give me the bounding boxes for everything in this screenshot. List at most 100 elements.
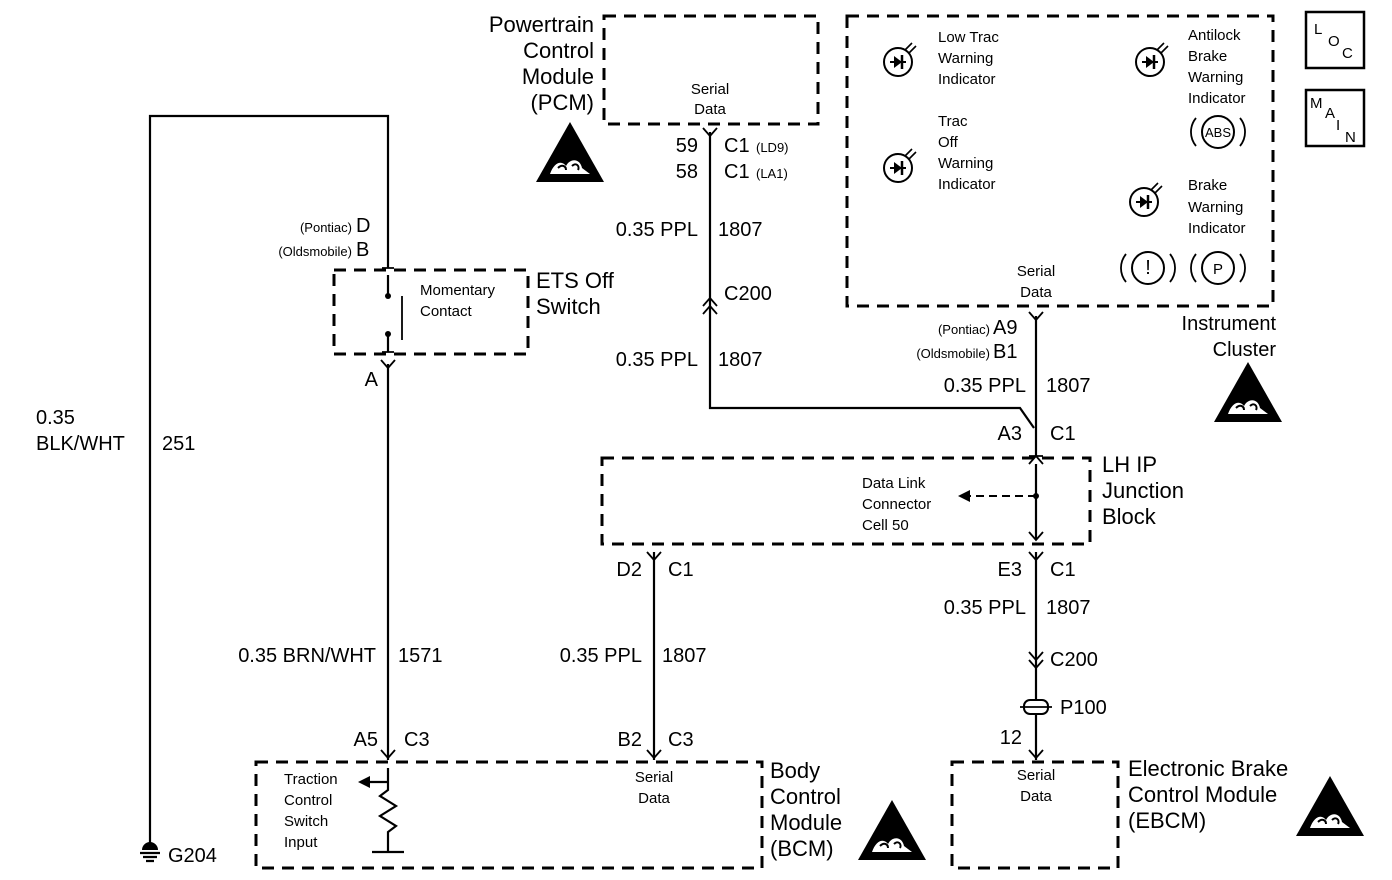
junction-top-pin: A3	[998, 423, 1022, 445]
low-trac-bulb-icon	[882, 41, 918, 78]
wire-1807-pcm	[708, 132, 1035, 429]
brake-warning-label: Brake Warning Indicator	[1188, 177, 1246, 237]
bcm-pin-a: A5	[354, 729, 378, 751]
trac-off-bulb-icon	[882, 147, 918, 184]
ebcm-wire-label: 0.35 PPL	[944, 597, 1026, 619]
svg-text:(Pontiac): (Pontiac)	[938, 322, 990, 337]
svg-text:(EBCM): (EBCM)	[1128, 808, 1206, 833]
esd-sensitive-icon	[1295, 775, 1365, 837]
svg-text:Data: Data	[1020, 284, 1052, 301]
abs-symbol-text: ABS	[1205, 125, 1231, 140]
svg-text:59: 59	[676, 135, 698, 157]
svg-text:251: 251	[162, 433, 195, 455]
svg-text:Data: Data	[694, 101, 726, 118]
low-trac-label: Low Trac Warning Indicator	[938, 29, 999, 88]
ground-wire	[148, 114, 390, 845]
pcm-wire-1-label: 0.35 PPL	[616, 219, 698, 241]
svg-text:Warning: Warning	[938, 50, 993, 67]
svg-text:Cell 50: Cell 50	[862, 517, 909, 534]
svg-text:Electronic Brake: Electronic Brake	[1128, 756, 1288, 781]
svg-text:(Oldsmobile): (Oldsmobile)	[916, 346, 990, 361]
loc-legend: L O C	[1304, 10, 1366, 70]
svg-text:C: C	[1342, 45, 1353, 62]
pcm-circuit-2-label: 1807	[718, 349, 763, 371]
ebcm-title: Electronic Brake Control Module (EBCM)	[1128, 756, 1288, 833]
pcm-circuit-1-label: 1807	[718, 219, 763, 241]
bcm-input-label: Traction Control Switch Input	[284, 771, 338, 851]
svg-text:B1: B1	[993, 341, 1017, 363]
svg-text:ETS Off: ETS Off	[536, 268, 615, 293]
junction-right-conn: C1	[1050, 559, 1076, 581]
ebcm-circuit-label: 1807	[1046, 597, 1091, 619]
svg-text:A9: A9	[993, 317, 1017, 339]
svg-text:0.35: 0.35	[36, 407, 75, 429]
svg-text:(BCM): (BCM)	[770, 836, 834, 861]
svg-text:Indicator: Indicator	[938, 176, 996, 193]
svg-text:Data: Data	[1020, 788, 1052, 805]
main-legend: M A I N	[1304, 88, 1366, 148]
ets-contact-label: Momentary Contact	[420, 282, 496, 320]
svg-text:Control Module: Control Module	[1128, 782, 1277, 807]
svg-text:Input: Input	[284, 834, 318, 851]
ic-pins: (Pontiac) A9 (Oldsmobile) B1	[916, 317, 1017, 363]
switch-wire-label: 0.35 BRN/WHT	[238, 645, 376, 667]
ebcm-box	[950, 760, 1120, 870]
svg-text:Serial: Serial	[1017, 263, 1055, 280]
svg-text:Switch: Switch	[536, 294, 601, 319]
park-symbol-text: P	[1213, 261, 1223, 278]
svg-text:Data: Data	[638, 790, 670, 807]
junction-title: LH IP Junction Block	[1102, 452, 1184, 529]
brake-bulb-icon	[1128, 181, 1164, 218]
bcm-box	[254, 760, 764, 870]
pcm-wire-2-label: 0.35 PPL	[616, 349, 698, 371]
brake-exclamation-icon: !	[1120, 251, 1176, 285]
svg-text:Antilock: Antilock	[1188, 27, 1241, 44]
svg-text:Instrument: Instrument	[1182, 313, 1277, 335]
svg-text:Off: Off	[938, 134, 959, 151]
svg-text:Warning: Warning	[938, 155, 993, 172]
junction-left-pin: D2	[616, 559, 642, 581]
svg-text:A: A	[1325, 105, 1335, 122]
svg-text:(LD9): (LD9)	[756, 140, 789, 155]
svg-text:Indicator: Indicator	[1188, 90, 1246, 107]
c200-pcm-label: C200	[724, 283, 772, 305]
ets-pins: (Pontiac) D (Oldsmobile) B A	[278, 215, 378, 391]
svg-text:Indicator: Indicator	[1188, 220, 1246, 237]
pcm-title: Powertrain Control Module (PCM)	[489, 12, 594, 115]
switch-circuit-label: 1571	[398, 645, 443, 667]
bcm-input-resistor	[358, 768, 404, 854]
ic-circuit-label: 1807	[1046, 375, 1091, 397]
svg-text:L: L	[1314, 21, 1322, 38]
esd-sensitive-icon	[535, 121, 605, 183]
svg-text:(LA1): (LA1)	[756, 166, 788, 181]
svg-text:Data Link: Data Link	[862, 475, 926, 492]
instrument-cluster-box	[845, 14, 1275, 308]
p100-connector	[1020, 699, 1052, 715]
svg-text:Module: Module	[770, 810, 842, 835]
c200-ebcm-label: C200	[1050, 649, 1098, 671]
pcm-box	[602, 14, 820, 126]
antilock-bulb-icon	[1134, 41, 1170, 78]
junction-left-conn: C1	[668, 559, 694, 581]
svg-text:Switch: Switch	[284, 813, 328, 830]
svg-text:Powertrain: Powertrain	[489, 12, 594, 37]
bcm-serial-data: Serial Data	[635, 769, 673, 807]
svg-text:C1: C1	[724, 161, 750, 183]
pcm-serial-data: Serial Data	[691, 81, 729, 118]
junction-top-conn: C1	[1050, 423, 1076, 445]
svg-text:A: A	[365, 369, 379, 391]
ic-title: Instrument Cluster	[1182, 313, 1277, 361]
svg-text:Control: Control	[284, 792, 332, 809]
ic-wire-label: 0.35 PPL	[944, 375, 1026, 397]
ground-wire-label: 0.35 BLK/WHT 251	[36, 407, 195, 455]
svg-text:Control: Control	[523, 38, 594, 63]
svg-text:Contact: Contact	[420, 303, 473, 320]
svg-text:Serial: Serial	[1017, 767, 1055, 784]
ground-g204-label: G204	[168, 845, 217, 867]
park-brake-icon: P	[1190, 251, 1246, 285]
svg-text:M: M	[1310, 95, 1323, 112]
ground-symbol	[140, 842, 160, 863]
excl-symbol-text: !	[1145, 257, 1151, 279]
svg-text:I: I	[1336, 117, 1340, 134]
